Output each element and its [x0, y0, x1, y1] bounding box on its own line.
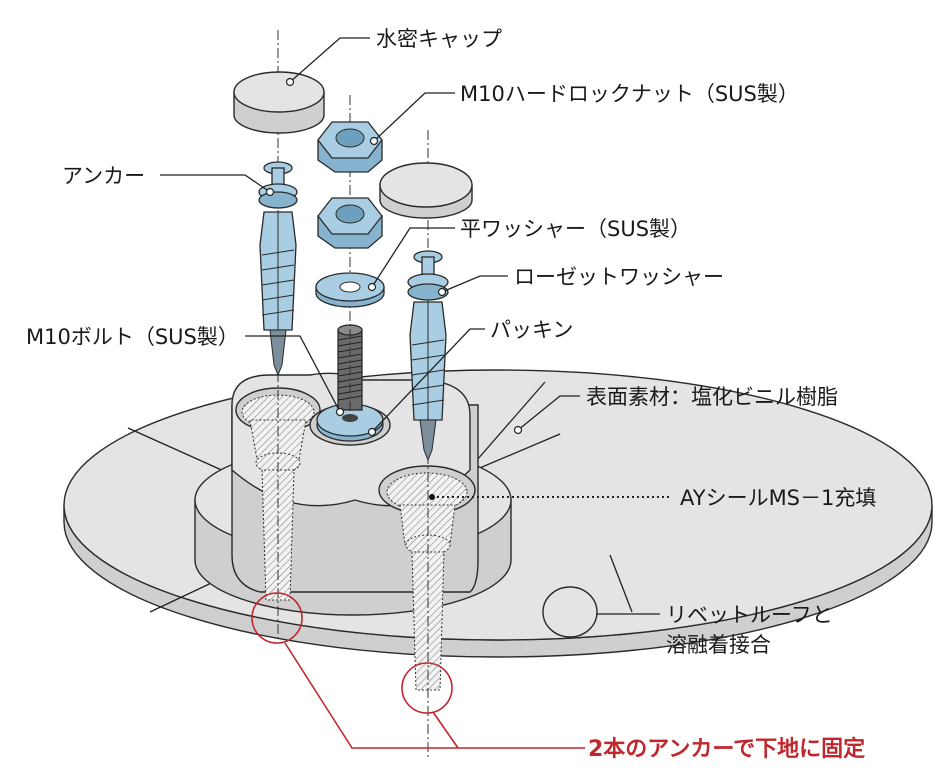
label-rosette-washer: ローゼットワッシャー: [514, 265, 724, 289]
label-surface-material: 表面素材：塩化ビニル樹脂: [586, 385, 838, 409]
label-flat-washer: 平ワッシャー（SUS製）: [460, 217, 691, 241]
fixing-highlight: [251, 592, 585, 749]
leader-lines: [160, 37, 672, 615]
label-packing: パッキン: [490, 318, 573, 342]
label-sealant: AYシールMS－1充填: [680, 486, 876, 510]
label-waterproof-cap: 水密キャップ: [376, 27, 502, 51]
rivet-weld-circle: [542, 586, 598, 638]
anchor-right: [407, 250, 449, 462]
label-anchor-fixing: 2本のアンカーで下地に固定: [588, 736, 865, 762]
label-rivet-roof-line2: 溶融着接合: [666, 633, 771, 657]
waterproof-cap-right: [379, 162, 473, 219]
label-hard-lock-nut: M10ハードロックナット（SUS製）: [460, 82, 799, 106]
flat-washer: [315, 272, 385, 308]
hard-lock-nut-bottom: [317, 197, 383, 249]
pedestal: [194, 372, 512, 691]
anchor-left: [258, 161, 298, 377]
label-anchor: アンカー: [62, 164, 145, 188]
label-rivet-roof-line1: リベットルーフと: [666, 603, 833, 627]
hard-lock-nut-top: [317, 121, 383, 173]
label-m10-bolt: M10ボルト（SUS製）: [26, 325, 239, 349]
waterproof-cap-left: [233, 71, 325, 134]
